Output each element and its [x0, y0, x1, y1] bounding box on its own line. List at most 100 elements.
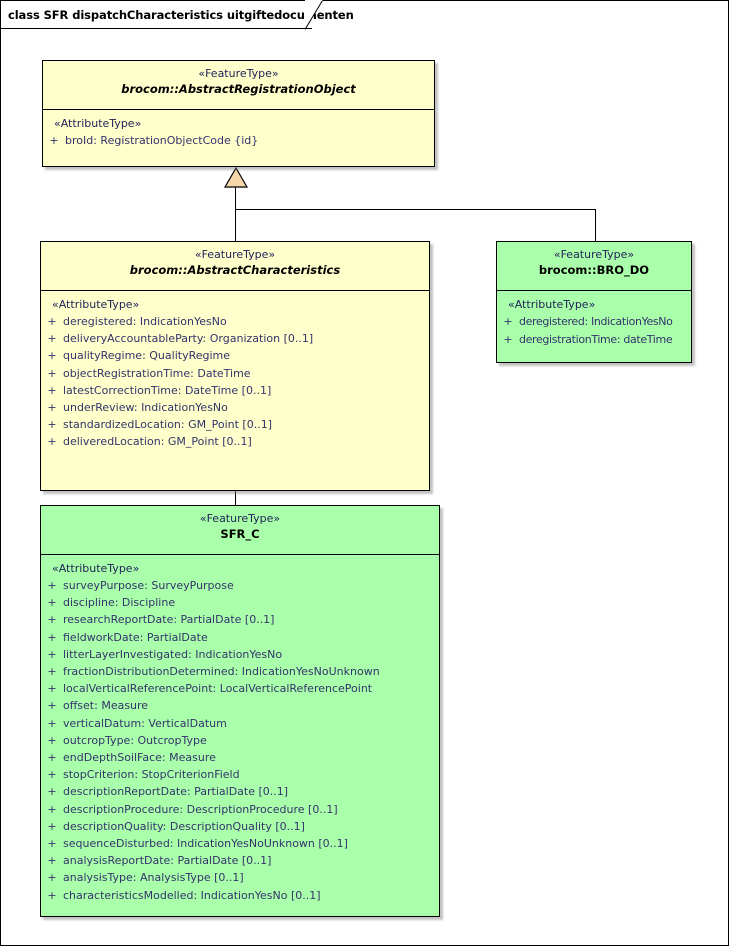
attribute-compartment-stereotype: «AttributeType» — [52, 298, 140, 311]
attribute-visibility: + — [47, 665, 57, 679]
generalization-stem-sfr-c — [235, 490, 236, 506]
attribute-signature: objectRegistrationTime: DateTime — [63, 366, 251, 380]
attribute-row: + analysisReportDate: PartialDate [0..1] — [41, 852, 439, 869]
attribute-signature: deliveryAccountableParty: Organization [… — [63, 332, 314, 346]
attribute-visibility: + — [47, 630, 57, 644]
attribute-signature: characteristicsModelled: IndicationYesNo… — [63, 888, 321, 902]
attribute-compartment-stereotype: «AttributeType» — [508, 298, 596, 311]
attribute-visibility: + — [503, 315, 513, 328]
attribute-row: + qualityRegime: QualityRegime — [41, 347, 429, 364]
class-name: brocom::AbstractCharacteristics — [129, 263, 341, 277]
attribute-visibility: + — [47, 888, 57, 902]
class-stereotype: «FeatureType» — [194, 248, 276, 261]
diagram-title: class SFR dispatchCharacteristics uitgif… — [8, 7, 354, 22]
attribute-row: + descriptionReportDate: PartialDate [0.… — [41, 783, 439, 800]
attribute-visibility: + — [503, 332, 513, 346]
class-name: brocom::AbstractRegistrationObject — [121, 82, 356, 96]
attribute-signature: offset: Measure — [63, 699, 149, 713]
attribute-visibility: + — [47, 579, 57, 592]
attribute-visibility: + — [47, 596, 57, 610]
attribute-visibility: + — [47, 332, 57, 346]
attribute-visibility: + — [47, 699, 57, 713]
class-name: SFR_C — [220, 527, 260, 541]
attribute-visibility: + — [47, 751, 57, 765]
attribute-visibility: + — [47, 733, 57, 747]
attribute-row: + endDepthSoilFace: Measure — [41, 749, 439, 766]
attribute-signature: deregistered: IndicationYesNo — [63, 315, 227, 328]
class-box-bro-do[interactable]: «FeatureType» brocom::BRO_DO «AttributeT… — [496, 241, 692, 363]
attribute-signature: analysisType: AnalysisType [0..1] — [63, 871, 244, 885]
diagram-frame-top-edge — [322, 0, 729, 1]
attribute-row: + descriptionQuality: DescriptionQuality… — [41, 818, 439, 835]
class-attributes-compartment: «AttributeType» + deregistered: Indicati… — [41, 291, 429, 457]
attribute-signature: deregistered: IndicationYesNo — [519, 315, 673, 328]
attribute-signature: descriptionReportDate: PartialDate [0..1… — [63, 785, 289, 799]
class-box-abstract-characteristics[interactable]: «FeatureType» brocom::AbstractCharacteri… — [40, 241, 430, 491]
class-header: «FeatureType» SFR_C — [41, 506, 439, 555]
class-attributes-compartment: «AttributeType» + broId: RegistrationObj… — [43, 110, 434, 155]
attribute-signature: stopCriterion: StopCriterionField — [63, 768, 240, 782]
attribute-signature: deliveredLocation: GM_Point [0..1] — [63, 435, 252, 449]
class-name: brocom::BRO_DO — [538, 263, 650, 277]
generalization-drop-to-bro-do — [595, 209, 596, 242]
attribute-visibility: + — [47, 854, 57, 868]
attribute-row: + discipline: Discipline — [41, 594, 439, 611]
attribute-signature: deregistrationTime: dateTime — [519, 332, 673, 346]
attribute-compartment-stereotype: «AttributeType» — [52, 562, 140, 575]
attribute-visibility: + — [47, 785, 57, 799]
attribute-visibility: + — [47, 435, 57, 449]
diagram-title-tab[interactable]: class SFR dispatchCharacteristics uitgif… — [0, 0, 354, 29]
attribute-visibility: + — [47, 349, 57, 363]
class-attributes-compartment: «AttributeType» + surveyPurpose: SurveyP… — [41, 555, 439, 910]
attribute-row: + sequenceDisturbed: IndicationYesNoUnkn… — [41, 835, 439, 852]
attribute-visibility: + — [47, 802, 57, 816]
attribute-visibility: + — [47, 315, 57, 328]
attribute-signature: standardizedLocation: GM_Point [0..1] — [63, 418, 272, 432]
attribute-visibility: + — [47, 837, 57, 851]
attribute-signature: endDepthSoilFace: Measure — [63, 751, 216, 765]
attribute-signature: underReview: IndicationYesNo — [63, 401, 228, 415]
attribute-visibility: + — [47, 418, 57, 432]
attribute-signature: qualityRegime: QualityRegime — [63, 349, 231, 363]
attribute-row: + deregistered: IndicationYesNo — [41, 313, 429, 330]
attribute-row: + latestCorrectionTime: DateTime [0..1] — [41, 382, 429, 399]
attribute-visibility: + — [47, 613, 57, 627]
attribute-visibility: + — [47, 401, 57, 415]
generalization-drop-to-characteristics — [235, 209, 236, 242]
attribute-row: + deliveredLocation: GM_Point [0..1] — [41, 433, 429, 450]
attribute-row: + broId: RegistrationObjectCode {id} — [43, 132, 434, 149]
class-box-abstract-registration-object[interactable]: «FeatureType» brocom::AbstractRegistrati… — [42, 60, 435, 167]
attribute-visibility: + — [47, 366, 57, 380]
attribute-row: + fieldworkDate: PartialDate — [41, 629, 439, 646]
attribute-visibility: + — [47, 871, 57, 885]
class-attributes-compartment: «AttributeType» + deregistered: Indicati… — [497, 291, 691, 354]
attribute-signature: researchReportDate: PartialDate [0..1] — [63, 613, 275, 627]
attribute-signature: fractionDistributionDetermined: Indicati… — [63, 665, 380, 679]
attribute-signature: descriptionProcedure: DescriptionProcedu… — [63, 802, 338, 816]
class-header: «FeatureType» brocom::AbstractCharacteri… — [41, 242, 429, 291]
attribute-signature: outcropType: OutcropType — [63, 733, 207, 747]
attribute-row: + surveyPurpose: SurveyPurpose — [41, 577, 439, 594]
attribute-signature: localVerticalReferencePoint: LocalVertic… — [63, 682, 373, 696]
class-box-sfr-c[interactable]: «FeatureType» SFR_C «AttributeType» + su… — [40, 505, 440, 917]
class-stereotype: «FeatureType» — [199, 512, 281, 525]
attribute-row: + objectRegistrationTime: DateTime — [41, 365, 429, 382]
attribute-signature: discipline: Discipline — [63, 596, 176, 610]
attribute-signature: verticalDatum: VerticalDatum — [63, 716, 227, 730]
attribute-row: + researchReportDate: PartialDate [0..1] — [41, 611, 439, 628]
attribute-signature: fieldworkDate: PartialDate — [63, 630, 208, 644]
attribute-row: + deregistered: IndicationYesNo — [497, 313, 691, 331]
attribute-signature: sequenceDisturbed: IndicationYesNoUnknow… — [63, 837, 348, 851]
attribute-compartment-stereotype: «AttributeType» — [54, 117, 142, 130]
attribute-visibility: + — [47, 647, 57, 661]
generalization-stem-top — [235, 187, 236, 210]
attribute-row: + standardizedLocation: GM_Point [0..1] — [41, 416, 429, 433]
attribute-row: + characteristicsModelled: IndicationYes… — [41, 887, 439, 904]
attribute-row: + deregistrationTime: dateTime — [497, 331, 691, 349]
attribute-row: + fractionDistributionDetermined: Indica… — [41, 663, 439, 680]
attribute-signature: latestCorrectionTime: DateTime [0..1] — [63, 383, 272, 397]
class-header: «FeatureType» brocom::AbstractRegistrati… — [43, 61, 434, 110]
attribute-row: + descriptionProcedure: DescriptionProce… — [41, 801, 439, 818]
attribute-visibility: + — [47, 819, 57, 833]
